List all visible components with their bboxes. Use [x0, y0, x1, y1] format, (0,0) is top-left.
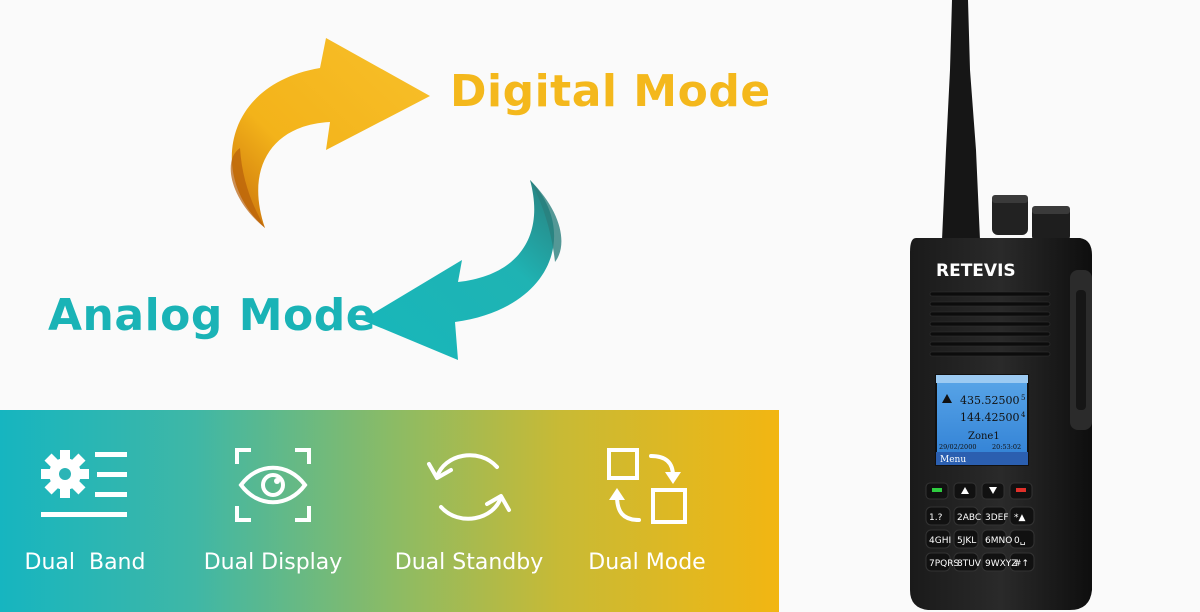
feature-label: Dual Mode: [588, 550, 706, 575]
screen-freq-2: 144.42500: [960, 411, 1020, 424]
gear-list-icon: [41, 450, 127, 517]
radio-device: RETEVIS 435.52500 5 144.42500 4 Zone1 29…: [910, 0, 1092, 610]
feature-dual-mode: Dual Mode: [562, 410, 732, 612]
key-star[interactable]: *▲: [1014, 513, 1026, 523]
key-hash[interactable]: #↑: [1014, 559, 1029, 569]
key-0[interactable]: 0␣: [1014, 536, 1026, 546]
nav-keys[interactable]: [925, 482, 1033, 500]
screen-freq-1: 435.52500: [960, 394, 1020, 407]
key-2[interactable]: 2ABC: [957, 513, 981, 523]
feature-dual-band: Dual Band: [0, 410, 170, 612]
digital-arrow-icon: [231, 38, 430, 228]
feature-band: Dual Band Dual Display: [0, 410, 779, 612]
key-6[interactable]: 6MNO: [985, 536, 1012, 546]
mode-switch-arrows: [230, 38, 562, 360]
switch-squares-icon: [607, 448, 687, 524]
feature-label: Dual Standby: [394, 550, 544, 575]
key-1[interactable]: 1.?: [929, 513, 943, 523]
speaker-grille: [929, 291, 1051, 357]
screen-channel-2: 4: [1021, 411, 1026, 419]
screen-time: 20:53:02: [992, 443, 1021, 451]
radio-brand-logo: RETEVIS: [936, 261, 1016, 281]
key-9[interactable]: 9WXYZ: [985, 559, 1017, 569]
feature-dual-display: Dual Display: [188, 410, 358, 612]
key-7[interactable]: 7PQRS: [929, 559, 959, 569]
feature-label: Dual Band: [24, 550, 146, 575]
volume-knob[interactable]: [1032, 206, 1070, 242]
eye-frame-icon: [235, 448, 311, 522]
feature-label: Dual Display: [203, 550, 343, 575]
screen-zone: Zone1: [968, 431, 1000, 442]
screen-menu: Menu: [940, 455, 966, 465]
key-4[interactable]: 4GHI: [929, 536, 951, 546]
screen-channel-1: 5: [1021, 394, 1025, 402]
key-3[interactable]: 3DEF: [985, 513, 1009, 523]
antenna: [942, 0, 980, 240]
cycle-arrows-icon: [427, 453, 511, 521]
analog-arrow-icon: [362, 180, 555, 360]
key-5[interactable]: 5JKL: [957, 536, 976, 546]
feature-dual-standby: Dual Standby: [384, 410, 554, 612]
analog-mode-label: Analog Mode: [48, 290, 377, 341]
key-8[interactable]: 8TUV: [957, 559, 982, 569]
digital-mode-label: Digital Mode: [450, 66, 771, 117]
keypad[interactable]: [925, 506, 1035, 572]
channel-knob[interactable]: [992, 195, 1028, 235]
screen-date: 29/02/2000: [939, 443, 976, 451]
